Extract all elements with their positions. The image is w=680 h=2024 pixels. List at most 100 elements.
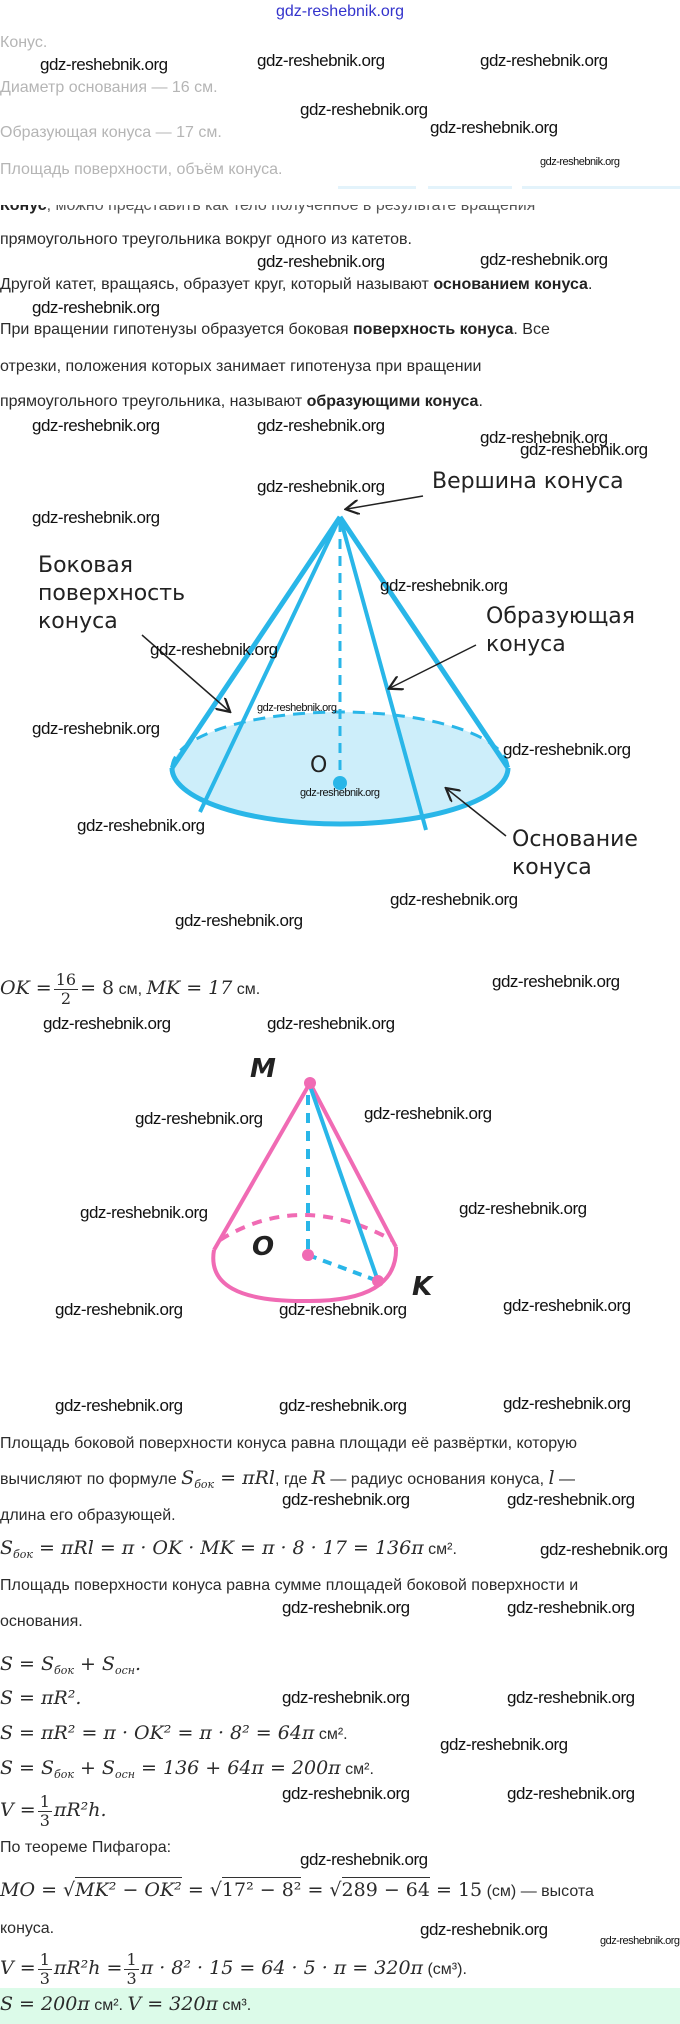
math: V = — [0, 1799, 36, 1821]
math: πR²h = — [53, 1957, 123, 1979]
math: = 136 + 64π = 200π — [134, 1757, 341, 1779]
given-generatrix: Образующая конуса — 17 см. — [0, 124, 222, 141]
watermark: gdz-reshebnik.org — [507, 1598, 635, 1617]
watermark: gdz-reshebnik.org — [257, 51, 385, 70]
formula-total-area-calc: S = Sбок + Sосн = 136 + 64π = 200π см². — [0, 1758, 374, 1785]
watermark: gdz-reshebnik.org — [300, 1850, 428, 1869]
math: S — [0, 1537, 14, 1559]
task-find: Площадь поверхности, объём конуса. — [0, 161, 283, 178]
watermark: gdz-reshebnik.org — [257, 702, 337, 714]
text: , где — [274, 1471, 312, 1488]
text: — радиус основания конуса, — [325, 1471, 549, 1488]
watermark: gdz-reshebnik.org — [55, 1300, 183, 1319]
cone-diagram — [141, 495, 511, 837]
watermark: gdz-reshebnik.org — [364, 1104, 492, 1123]
unit: см. — [232, 981, 261, 998]
cone-generatrix — [338, 516, 428, 831]
watermark: gdz-reshebnik.org — [175, 911, 303, 930]
text: . Все — [513, 321, 550, 338]
theory-line-5: прямоугольного треугольника, называют об… — [0, 392, 483, 412]
math-radicand: 17² − 8² — [221, 1877, 302, 1901]
unit: см². — [340, 1761, 374, 1778]
divider — [522, 186, 680, 189]
label-k: K — [412, 1272, 433, 1302]
watermark: gdz-reshebnik.org — [267, 1014, 395, 1033]
watermark: gdz-reshebnik.org — [480, 250, 608, 269]
label-lateral-2: поверхность — [38, 581, 186, 606]
cone-side-right — [308, 1082, 398, 1248]
watermark: gdz-reshebnik.org — [282, 1688, 410, 1707]
cone-generatrix — [198, 516, 342, 813]
math: S = S — [0, 1757, 55, 1779]
math: + S — [73, 1653, 115, 1675]
math: S — [181, 1467, 195, 1489]
formula-base-area: S = πR². — [0, 1687, 82, 1709]
watermark: gdz-reshebnik.org — [257, 252, 385, 271]
base-back-edge — [218, 1213, 393, 1242]
label-lateral-3: конуса — [38, 609, 118, 634]
site-header-link[interactable]: gdz-reshebnik.org — [275, 3, 405, 20]
solution-p7: конуса. — [0, 1920, 55, 1937]
text: Другой катет, вращаясь, образует круг, к… — [0, 276, 434, 293]
math-radicand: MK² − OK² — [75, 1877, 182, 1901]
watermark: gdz-reshebnik.org — [32, 508, 160, 527]
arrow-generatrix — [390, 644, 477, 688]
math: OK = — [0, 977, 52, 999]
math: R — [311, 1467, 326, 1489]
cone-center-point — [333, 776, 347, 790]
math: MO = √ — [0, 1879, 76, 1901]
watermark: gdz-reshebnik.org — [40, 55, 168, 74]
label-base-2: конуса — [512, 855, 592, 880]
segment-mk — [308, 1085, 380, 1282]
label-apex: Вершина конуса — [432, 469, 624, 494]
theory-line-0: Конус, можно представить как тело получе… — [0, 197, 535, 216]
watermark: gdz-reshebnik.org — [300, 100, 428, 119]
watermark: gdz-reshebnik.org — [503, 1296, 631, 1315]
watermark: gdz-reshebnik.org — [520, 440, 648, 459]
theory-line-3: При вращении гипотенузы образуется боков… — [0, 320, 550, 340]
math: . — [134, 1653, 142, 1675]
numerator: 1 — [37, 1792, 52, 1813]
term: поверхность конуса — [353, 321, 514, 338]
segment-ok — [307, 1253, 379, 1283]
watermark: gdz-reshebnik.org — [540, 1540, 668, 1559]
watermark: gdz-reshebnik.org — [32, 719, 160, 738]
math: l — [548, 1467, 555, 1489]
solution-p6: По теореме Пифагора: — [0, 1839, 172, 1856]
math: S = 200π — [0, 1993, 90, 2015]
watermark: gdz-reshebnik.org — [503, 740, 631, 759]
denominator: 3 — [126, 1969, 137, 1989]
answer: S = 200π см². V = 320π см³. — [0, 1994, 251, 2016]
solution-p4: Площадь поверхности конуса равна сумме п… — [0, 1577, 579, 1594]
task-title: Конус. — [0, 34, 48, 51]
watermark: gdz-reshebnik.org — [43, 1014, 171, 1033]
watermark: gdz-reshebnik.org — [440, 1735, 568, 1754]
math-sub: бок — [13, 1548, 33, 1561]
math: S = πR² = π · OK² = π · 8² = 64π — [0, 1722, 315, 1744]
denominator: 3 — [39, 1969, 50, 1989]
denominator: 2 — [60, 989, 71, 1009]
denominator: 3 — [39, 1811, 50, 1831]
base-front-edge — [211, 1246, 399, 1304]
theory-line-1: прямоугольного треугольника вокруг одног… — [0, 231, 412, 248]
arrow-lateral — [141, 634, 229, 711]
watermark: gdz-reshebnik.org — [480, 51, 608, 70]
numerator: 1 — [37, 1950, 52, 1971]
watermark: gdz-reshebnik.org — [507, 1688, 635, 1707]
term: Конус — [0, 197, 47, 214]
arrow-apex — [347, 495, 424, 509]
cone-side-right — [337, 515, 511, 770]
divider — [338, 186, 416, 189]
point-o — [302, 1249, 314, 1261]
watermark: gdz-reshebnik.org — [492, 972, 620, 991]
watermark: gdz-reshebnik.org — [507, 1490, 635, 1509]
math-sub: бок — [194, 1478, 215, 1491]
text: . — [587, 276, 593, 293]
theory-line-2: Другой катет, вращаясь, образует круг, к… — [0, 275, 592, 295]
numerator: 16 — [53, 970, 79, 991]
label-center-o: O — [310, 753, 328, 778]
label-m: M — [250, 1054, 276, 1084]
label-generatrix-2: конуса — [486, 632, 566, 657]
